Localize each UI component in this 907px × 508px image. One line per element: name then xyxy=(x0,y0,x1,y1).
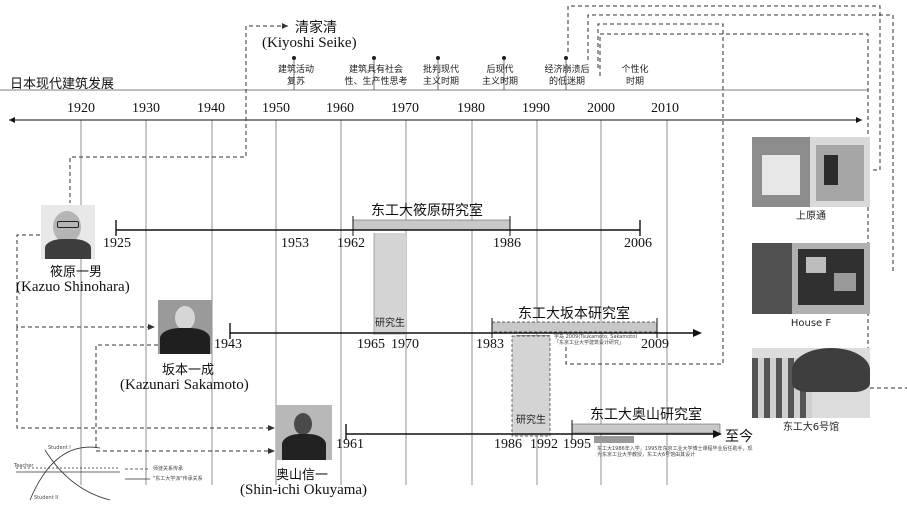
legend-student1: Student I xyxy=(48,445,71,451)
okuyama-year: 1986 xyxy=(494,437,522,452)
chart-title: 日本现代建筑发展 xyxy=(10,77,115,92)
okuyama-lab-band xyxy=(571,423,721,434)
decade-label: 1970 xyxy=(391,101,419,116)
decade-label: 1950 xyxy=(262,101,290,116)
work-photo-tit-building-6 xyxy=(752,348,870,418)
period-label-3: 批判现代 主义时期 xyxy=(422,65,459,87)
period-label-4: 后现代 主义时期 xyxy=(481,65,518,87)
shinohara-lab-band xyxy=(352,219,511,231)
legend-line1: 师徒关系传承 xyxy=(153,466,184,472)
sakamoto-year: 1970 xyxy=(391,337,419,352)
okuyama-note: 东工大1986年入学，1995年东京工业大学博士课程毕业后任助手，现为东京工业大… xyxy=(597,446,753,458)
sakamoto-portrait xyxy=(158,300,212,354)
sakamoto-year: 1983 xyxy=(476,337,504,352)
work-caption-house-f: House F xyxy=(790,318,832,329)
shinohara-year: 1962 xyxy=(337,236,365,251)
period-label-6: 个性化 时期 xyxy=(621,65,649,87)
okuyama-name-en: (Shin-ichi Okuyama) xyxy=(240,482,368,498)
shinohara-grad-label: 研究生 xyxy=(375,318,405,329)
okuyama-year: 1961 xyxy=(336,437,364,452)
decade-label: 2000 xyxy=(587,101,615,116)
period-label-1: 建筑活动 复苏 xyxy=(277,65,314,87)
decade-label: 1920 xyxy=(67,101,95,116)
shinohara-year: 1953 xyxy=(281,236,309,251)
sakamoto-grad-label: 研究生 xyxy=(516,415,546,426)
decade-label: 1960 xyxy=(326,101,354,116)
sakamoto-lab-band xyxy=(491,321,658,333)
okuyama-now-label: 至今 xyxy=(725,429,753,445)
shinohara-year: 1986 xyxy=(493,236,521,251)
okuyama-year: 1992 xyxy=(530,437,558,452)
mentor-name-en: (Kiyoshi Seike) xyxy=(262,35,357,51)
sakamoto-name-cn: 坂本一成 xyxy=(162,363,215,378)
sakamoto-year: 1965 xyxy=(357,337,385,352)
decade-label: 1930 xyxy=(132,101,160,116)
sakamoto-note: 宇岛 2009(Tsukamoto, Sakamoto) 「东京工业大学建筑设计… xyxy=(554,334,638,346)
work-photo-uehara xyxy=(752,137,870,207)
period-label-2: 建筑具有社会 性、生产性思考 xyxy=(344,65,408,87)
okuyama-name-cn: 奥山信一 xyxy=(276,468,329,483)
legend-diagram xyxy=(16,446,150,501)
shinohara-grad-band xyxy=(374,233,406,335)
sakamoto-year: 1943 xyxy=(214,337,242,352)
decade-label: 2010 xyxy=(651,101,679,116)
work-photo-house-f xyxy=(752,243,870,314)
legend-student2: Student II xyxy=(34,495,59,501)
okuyama-lab-label: 东工大奥山研究室 xyxy=(590,407,702,423)
period-label-5: 经济崩溃后 的低迷期 xyxy=(544,65,590,87)
sakamoto-grad-band xyxy=(511,335,551,437)
work-caption-tit-building-6: 东工大6号馆 xyxy=(782,422,840,433)
okuyama-portrait xyxy=(276,405,332,460)
decade-label: 1940 xyxy=(197,101,225,116)
shinohara-portrait xyxy=(41,205,95,259)
okuyama-year: 1995 xyxy=(563,437,591,452)
mentor-name-cn: 清家清 xyxy=(295,20,337,36)
sakamoto-name-en: (Kazunari Sakamoto) xyxy=(120,377,249,393)
shinohara-year: 2006 xyxy=(624,236,652,251)
legend-teacher: Teacher xyxy=(14,463,34,469)
legend-line2: "东工大学派"传承关系 xyxy=(153,476,203,482)
sakamoto-lab-label: 东工大坂本研究室 xyxy=(518,306,630,322)
sakamoto-year: 2009 xyxy=(641,337,669,352)
shinohara-name-en: (Kazuo Shinohara) xyxy=(16,279,130,295)
decade-label: 1990 xyxy=(522,101,550,116)
lineage-connectors xyxy=(16,5,907,452)
shinohara-lab-label: 东工大筱原研究室 xyxy=(371,203,483,219)
shinohara-year: 1925 xyxy=(103,236,131,251)
work-caption-uehara: 上原通 xyxy=(796,211,826,222)
shinohara-name-cn: 筱原一男 xyxy=(50,265,103,280)
decade-label: 1980 xyxy=(457,101,485,116)
